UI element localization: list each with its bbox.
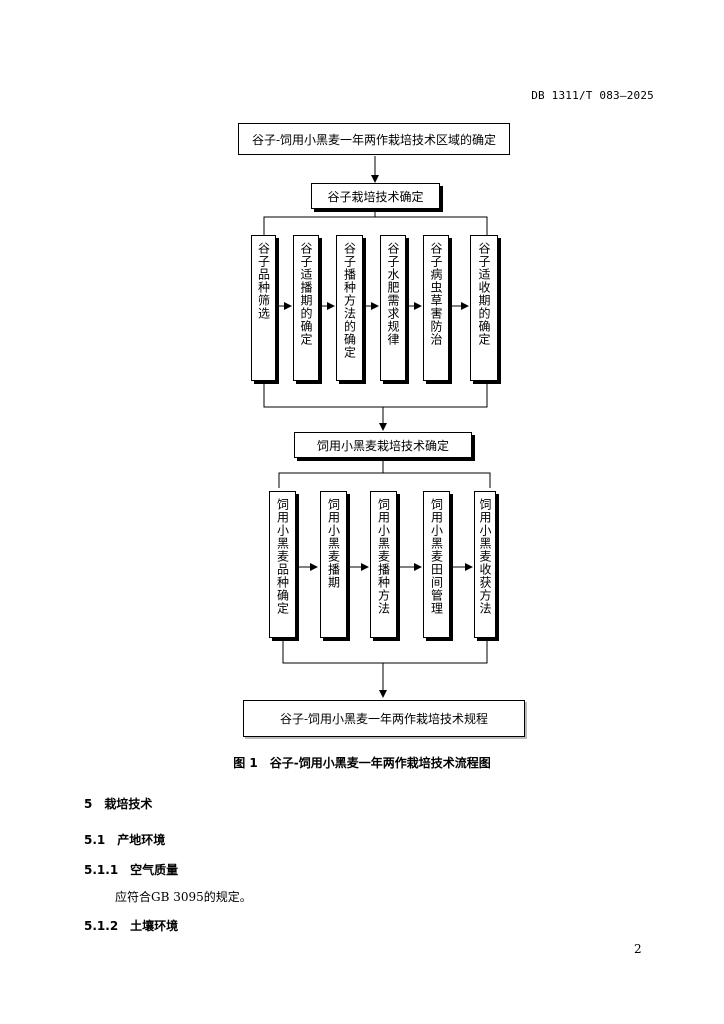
flow-step-stage1-6: 谷子适收期的确定: [470, 235, 498, 381]
section-heading-5-1-1: 5.1.1 空气质量: [84, 863, 179, 877]
section-heading-5-1: 5.1 产地环境: [84, 833, 166, 847]
flow-box-stage1: 谷子栽培技术确定: [311, 183, 440, 209]
flow-step-stage1-3: 谷子播种方法的确定: [336, 235, 363, 381]
flow-step-stage1-4: 谷子水肥需求规律: [380, 235, 406, 381]
section-heading-5-1-2: 5.1.2 土壤环境: [84, 919, 179, 933]
flow-step-stage2-5: 饲用小黑麦收获方法: [474, 491, 496, 638]
flow-box-top: 谷子-饲用小黑麦一年两作栽培技术区域的确定: [238, 123, 510, 155]
flow-step-stage2-1: 饲用小黑麦品种确定: [269, 491, 296, 638]
page-number: 2: [634, 942, 642, 956]
paragraph-air-quality: 应符合GB 3095的规定。: [115, 890, 252, 904]
flow-step-stage1-1: 谷子品种筛选: [251, 235, 276, 381]
figure-caption: 图 1 谷子-饲用小黑麦一年两作栽培技术流程图: [233, 756, 491, 770]
flow-step-stage1-5: 谷子病虫草害防治: [423, 235, 449, 381]
flow-step-stage1-2: 谷子适播期的确定: [293, 235, 319, 381]
flow-box-stage2: 饲用小黑麦栽培技术确定: [294, 432, 472, 458]
flow-box-bottom: 谷子-饲用小黑麦一年两作栽培技术规程: [243, 700, 525, 737]
flow-step-stage2-4: 饲用小黑麦田间管理: [423, 491, 450, 638]
flow-step-stage2-2: 饲用小黑麦播期: [320, 491, 347, 638]
flow-step-stage2-3: 饲用小黑麦播种方法: [370, 491, 397, 638]
standard-number: DB 1311/T 083—2025: [531, 89, 654, 102]
section-heading-5: 5 栽培技术: [84, 797, 153, 811]
